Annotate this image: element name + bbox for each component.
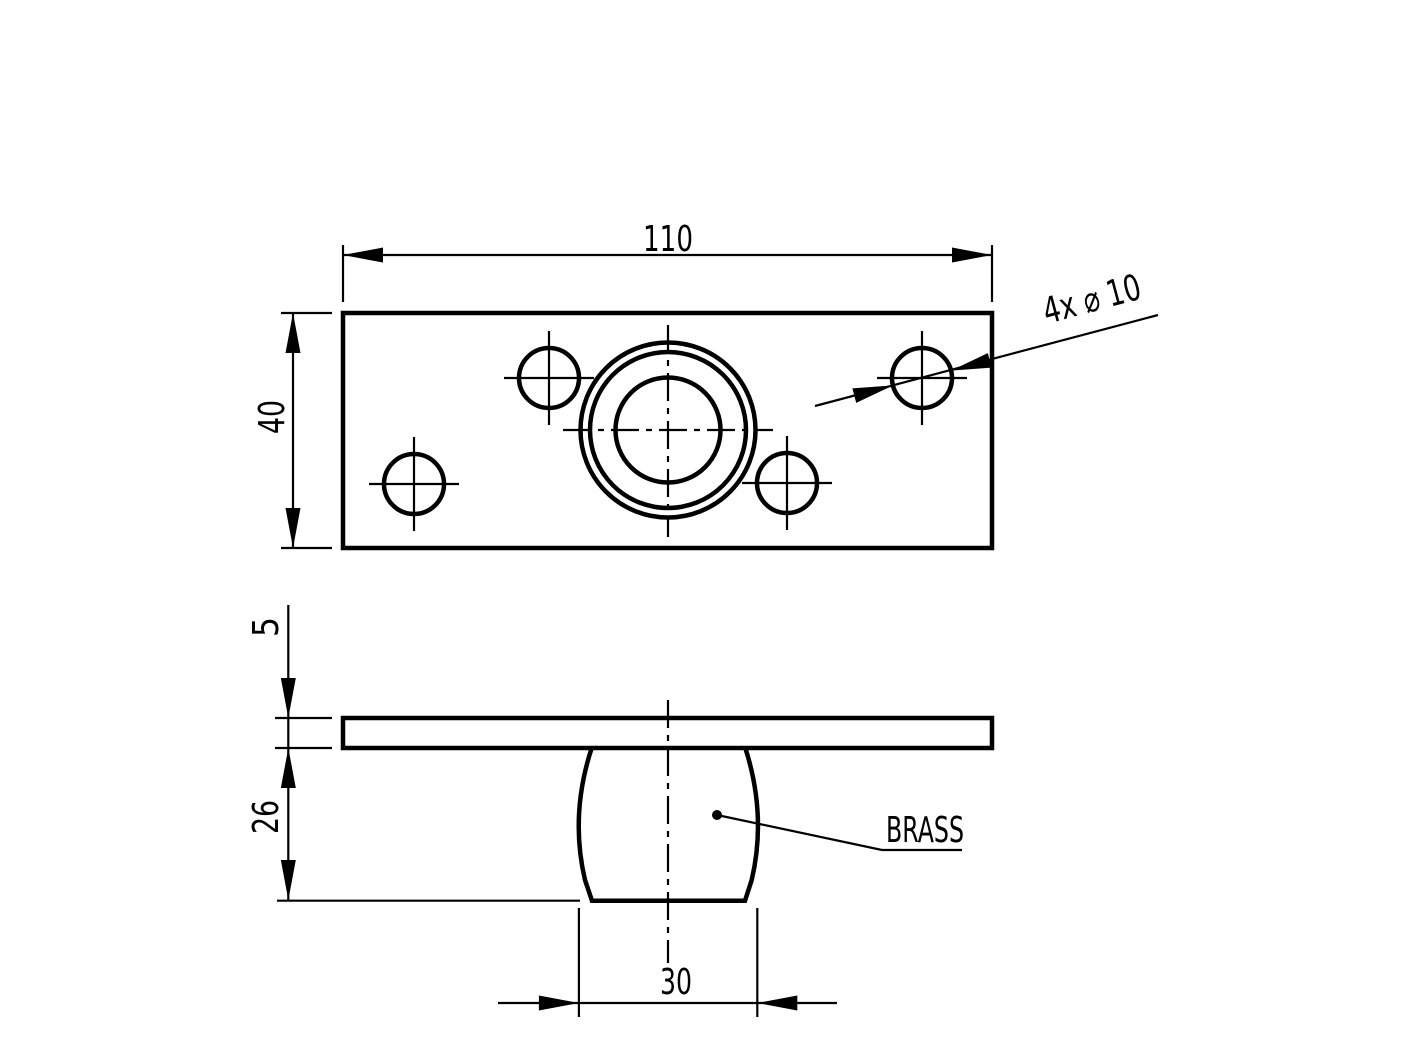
arrowhead-down-to-plate-top (280, 678, 296, 718)
hole-3 (742, 436, 832, 530)
arrowhead-up (280, 748, 296, 788)
arrowhead-right (952, 247, 992, 263)
dimension-value-30: 30 (660, 962, 692, 1003)
material-note-text: BRASS (886, 810, 964, 851)
top-view: 110 40 4x ⌀ 10 (252, 219, 1159, 551)
arrowhead-left (343, 247, 383, 263)
leader-arrowhead-right (951, 353, 992, 371)
dimension-boss-width: 30 (498, 908, 837, 1017)
arrowhead-pointing-right (538, 995, 579, 1011)
front-view: 5 26 30 BRASS (246, 605, 995, 1017)
plate-outline-top (340, 310, 995, 551)
dimension-plate-height: 40 (252, 311, 332, 550)
hole-2 (369, 437, 459, 531)
arrowhead-up (285, 313, 301, 353)
dimension-value-40: 40 (252, 400, 293, 434)
hole-1 (504, 331, 594, 425)
dimension-plate-width: 110 (341, 219, 994, 302)
leader-line (716, 813, 962, 852)
leader-arrowhead-left (852, 385, 893, 403)
arrowhead-pointing-left (757, 995, 798, 1011)
holes-callout: 4x ⌀ 10 (814, 267, 1159, 408)
dimension-value-26: 26 (246, 800, 287, 834)
dimension-value-5: 5 (246, 617, 287, 637)
dimension-boss-height: 26 (246, 748, 580, 902)
dimension-value-110: 110 (643, 219, 693, 260)
material-callout: BRASS (712, 810, 964, 852)
arrowhead-down (285, 508, 301, 548)
arrowhead-down (280, 860, 296, 900)
